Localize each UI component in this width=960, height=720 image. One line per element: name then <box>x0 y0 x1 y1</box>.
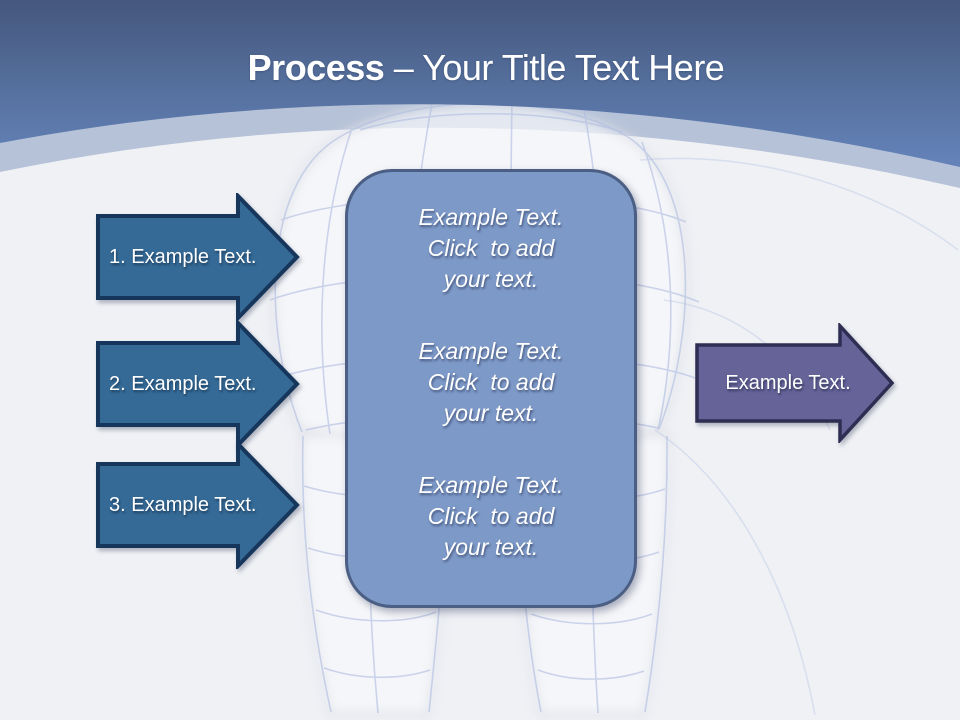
right-arrow-shape-icon <box>695 323 895 443</box>
panel-line: your text. <box>443 534 539 560</box>
title-rest: – Your Title Text Here <box>384 47 725 88</box>
step-arrow-2[interactable]: 2. Example Text. <box>96 320 300 448</box>
panel-text-block-1[interactable]: Example Text. Click to add your text. <box>358 202 624 295</box>
step-arrow-3[interactable]: 3. Example Text. <box>96 441 300 569</box>
panel-line: your text. <box>443 400 539 426</box>
panel-line: Example Text. <box>418 472 564 498</box>
panel-text-block-3[interactable]: Example Text. Click to add your text. <box>358 470 624 563</box>
panel-line: Example Text. <box>418 338 564 364</box>
step-arrow-3-label: 3. Example Text. <box>109 493 257 516</box>
header-band <box>0 0 960 167</box>
result-arrow-label: Example Text. <box>725 371 851 394</box>
slide-title[interactable]: Process – Your Title Text Here <box>6 46 960 89</box>
right-arrow-shape-icon <box>96 193 300 321</box>
step-arrow-1-label: 1. Example Text. <box>109 245 257 268</box>
center-text-panel[interactable]: Example Text. Click to add your text. Ex… <box>345 169 637 608</box>
panel-line: Click to add <box>427 503 555 529</box>
panel-line: Example Text. <box>418 204 564 230</box>
panel-line: Click to add <box>427 369 555 395</box>
panel-text-block-2[interactable]: Example Text. Click to add your text. <box>358 336 624 429</box>
right-arrow-shape-icon <box>96 441 300 569</box>
step-arrow-1[interactable]: 1. Example Text. <box>96 193 300 321</box>
result-arrow[interactable]: Example Text. <box>695 323 895 443</box>
panel-line: your text. <box>443 266 539 292</box>
panel-line: Click to add <box>427 235 555 261</box>
right-arrow-shape-icon <box>96 320 300 448</box>
title-emphasis: Process <box>247 47 385 88</box>
step-arrow-2-label: 2. Example Text. <box>109 372 257 395</box>
